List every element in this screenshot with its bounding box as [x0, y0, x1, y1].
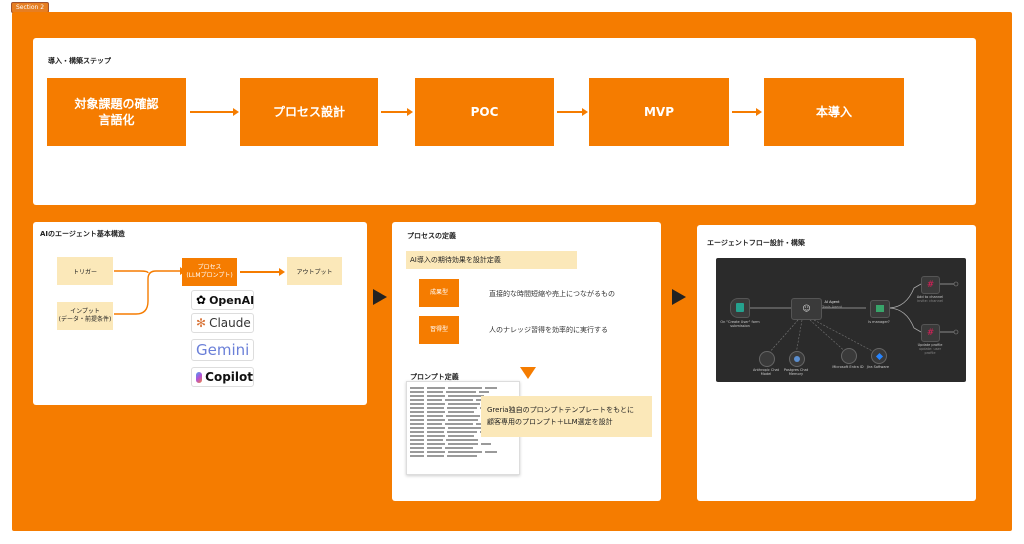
step-label: 本導入 — [815, 104, 852, 119]
form-icon — [736, 303, 744, 312]
prompt-def-title: プロンプト定義 — [410, 373, 459, 381]
jira-label: Jira Software — [866, 365, 890, 369]
slack-profile-label: Update profile — [917, 343, 943, 347]
step-confirm-issue: 対象課題の確認 言語化 — [47, 78, 186, 146]
is-manager-label: Is manager? — [868, 320, 890, 324]
entra-id-node[interactable] — [841, 348, 857, 364]
result-type-text: 直接的な時間短縮や売上につながるもの — [489, 290, 615, 298]
copilot-icon — [196, 371, 203, 383]
postgres-label: Postgres Chat Memory — [783, 368, 809, 376]
step-label: MVP — [643, 104, 675, 119]
claude-icon: ✻ — [196, 316, 207, 330]
slack-profile-sub: update: user profile — [918, 347, 942, 355]
steps-card-title: 導入・構築ステップ — [48, 57, 111, 65]
agent-structure-title: AIのエージェント基本構造 — [40, 230, 125, 238]
robot-icon: ☺ — [802, 304, 811, 313]
step-process-design: プロセス設計 — [240, 78, 378, 146]
step-arrow-line — [732, 111, 757, 113]
step-mvp: MVP — [589, 78, 729, 146]
step-arrow-head — [407, 108, 413, 116]
gemini-logo: Gemini — [191, 339, 254, 361]
process-output-head — [279, 268, 285, 276]
output-box: アウトプット — [287, 257, 342, 285]
slack-channel-sub: invite: channel — [917, 299, 943, 303]
step-arrow-head — [233, 108, 239, 116]
process-output-line — [240, 271, 280, 273]
expected-effect-banner: AI導入の期待効果を設計定義 — [406, 251, 577, 269]
result-type-tag: 成果型 — [419, 279, 459, 307]
anthropic-label: Anthropic Chat Model — [752, 368, 780, 376]
workflow-canvas: On "Create User" form submission ☺ AI Ag… — [716, 258, 966, 382]
copilot-logo: Copilot — [191, 367, 254, 387]
agent-flow-title: エージェントフロー設計・構築 — [707, 239, 805, 247]
openai-logo: ✿ OpenAI — [191, 290, 254, 310]
entra-label: Microsoft Entra ID — [832, 365, 864, 369]
agent-label: AI Agent — [824, 300, 840, 304]
step-arrow-line — [381, 111, 408, 113]
is-manager-node[interactable] — [870, 300, 890, 318]
slack-profile-node[interactable]: # — [921, 324, 940, 342]
process-def-title: プロセスの定義 — [407, 232, 456, 240]
anthropic-model-node[interactable] — [759, 351, 775, 367]
slack-icon: # — [926, 280, 935, 290]
claude-logo: ✻ Claude — [191, 313, 254, 333]
prompt-callout: Greria独自のプロンプトテンプレートをもとに 顧客専用のプロンプト＋LLM選… — [481, 396, 652, 437]
logo-label: Copilot — [205, 370, 253, 384]
input-box: インプット (データ・前提条件) — [57, 302, 113, 330]
postgres-memory-node[interactable] — [789, 351, 805, 367]
jira-node[interactable] — [871, 348, 887, 364]
flow-arrow-1 — [373, 289, 387, 305]
jira-icon — [875, 352, 883, 360]
slack-channel-label: Add to channel — [916, 295, 944, 299]
ai-agent-node[interactable]: ☺ — [791, 298, 822, 320]
connector-lines — [114, 267, 186, 315]
logo-label: Gemini — [196, 341, 250, 359]
learning-type-text: 人のナレッジ習得を効率的に実行する — [489, 326, 608, 334]
learning-type-tag: 習得型 — [419, 316, 459, 344]
slack-icon: # — [926, 328, 935, 338]
trigger-box: トリガー — [57, 257, 113, 285]
step-arrow-head — [756, 108, 762, 116]
step-arrow-head — [582, 108, 588, 116]
switch-icon — [876, 305, 884, 312]
flow-arrow-2 — [672, 289, 686, 305]
slack-channel-node[interactable]: # — [921, 276, 940, 294]
step-poc: POC — [415, 78, 554, 146]
logo-label: Claude — [209, 316, 251, 330]
process-box: プロセス (LLMプロンプト) — [182, 258, 237, 286]
form-trigger-node[interactable] — [730, 298, 750, 318]
logo-label: OpenAI — [209, 293, 255, 307]
postgres-icon — [794, 356, 800, 362]
agent-sub-label: Tools Agent — [821, 305, 843, 309]
step-label: 対象課題の確認 言語化 — [74, 96, 159, 127]
workflow-edges — [748, 281, 959, 355]
step-label: プロセス設計 — [272, 104, 345, 119]
step-arrow-line — [557, 111, 583, 113]
step-label: POC — [470, 104, 499, 119]
step-full-deploy: 本導入 — [764, 78, 904, 146]
step-arrow-line — [190, 111, 234, 113]
openai-icon: ✿ — [196, 293, 207, 307]
trigger-label: On "Create User" form submission — [720, 320, 760, 328]
down-triangle — [520, 367, 536, 379]
